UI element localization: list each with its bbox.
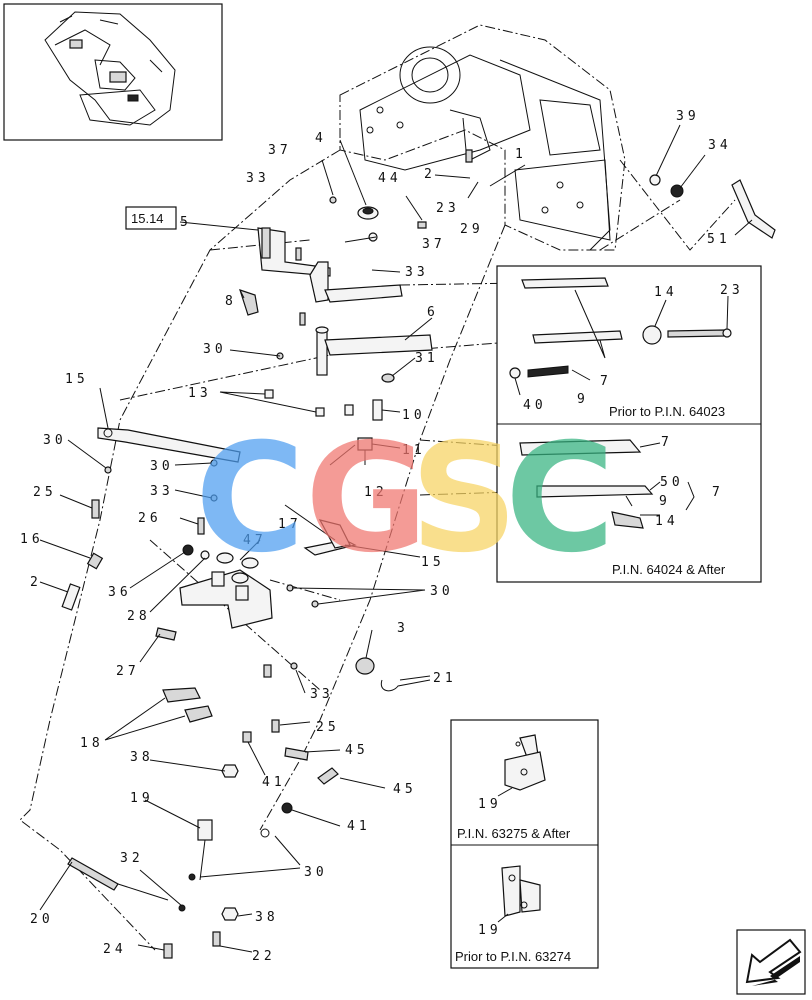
callout: 31 — [415, 351, 439, 366]
reference-box-label: 15.14 — [131, 211, 164, 226]
callout: 8 — [225, 294, 237, 309]
leader-lines — [39, 124, 753, 953]
inset-caption-prior-63274: Prior to P.I.N. 63274 — [455, 949, 571, 964]
callout: 38 — [130, 750, 154, 765]
callout: 33 — [310, 687, 334, 702]
callout: 16 — [20, 532, 44, 547]
callout: 36 — [108, 585, 132, 600]
inset-pin-63275 — [450, 719, 599, 969]
callout: 18 — [80, 736, 104, 751]
callout: 50 — [660, 475, 684, 490]
callout: 26 — [138, 511, 162, 526]
callout: 27 — [116, 664, 140, 679]
callout: 30 — [43, 433, 67, 448]
callout: 13 — [188, 386, 212, 401]
callout: 28 — [127, 609, 151, 624]
callout: 37 — [268, 143, 292, 158]
callout: 5 — [180, 215, 192, 230]
callout: 41 — [262, 775, 286, 790]
callout: 7 — [600, 374, 612, 389]
callout: 7 — [661, 435, 673, 450]
callout: 17 — [278, 517, 302, 532]
locator-thumbnail — [3, 3, 223, 141]
callout: 6 — [427, 305, 439, 320]
callout: 14 — [654, 285, 678, 300]
upper-linkage — [239, 196, 433, 451]
inset-pin-64023 — [496, 265, 762, 583]
callout: 10 — [402, 408, 426, 423]
callout: 22 — [252, 949, 276, 964]
callout: 11 — [402, 443, 426, 458]
right-side-parts — [649, 174, 776, 239]
tractor-frame — [339, 24, 626, 251]
callout: 21 — [433, 671, 457, 686]
callout: 51 — [707, 232, 731, 247]
callout: 12 — [364, 485, 388, 500]
callout: 9 — [577, 392, 589, 407]
inset-caption-after-63275: P.I.N. 63275 & After — [457, 826, 571, 841]
callout: 25 — [316, 720, 340, 735]
watermark-letter: C — [195, 412, 305, 586]
callout: 2 — [424, 167, 436, 182]
callout: 15 — [65, 372, 89, 387]
callout: 9 — [659, 494, 671, 509]
callout: 45 — [345, 743, 369, 758]
nav-arrow-button[interactable] — [736, 929, 806, 995]
callout: 37 — [422, 237, 446, 252]
callout: 40 — [523, 398, 547, 413]
callout-labels: 1 2 2 3 4 5 6 7 7 7 8 9 9 10 11 12 13 14… — [20, 109, 744, 964]
callout: 2 — [30, 575, 42, 590]
callout: 33 — [405, 265, 429, 280]
callout: 32 — [120, 851, 144, 866]
callout: 4 — [315, 131, 327, 146]
callout: 39 — [676, 109, 700, 124]
callout: 25 — [33, 485, 57, 500]
callout: 41 — [347, 819, 371, 834]
callout: 33 — [246, 171, 270, 186]
callout: 45 — [393, 782, 417, 797]
lower-linkage — [67, 687, 339, 959]
callout: 30 — [304, 865, 328, 880]
watermark-letter: G — [305, 412, 428, 586]
callout: 33 — [150, 484, 174, 499]
callout: 30 — [150, 459, 174, 474]
callout: 44 — [378, 171, 402, 186]
inset-caption-prior-64023: Prior to P.I.N. 64023 — [609, 404, 725, 419]
callout: 19 — [130, 791, 154, 806]
callout: 15 — [421, 555, 445, 570]
inset-caption-after-64024: P.I.N. 64024 & After — [612, 562, 726, 577]
callout: 23 — [720, 283, 744, 298]
callout: 20 — [30, 912, 54, 927]
callout: 19 — [478, 797, 502, 812]
callout: 29 — [460, 222, 484, 237]
callout: 30 — [430, 584, 454, 599]
callout: 19 — [478, 923, 502, 938]
callout: 24 — [103, 942, 127, 957]
callout: 1 — [515, 147, 527, 162]
callout: 3 — [397, 621, 409, 636]
callout: 7 — [712, 485, 724, 500]
callout: 14 — [655, 514, 679, 529]
watermark: C G S C — [195, 412, 615, 586]
callout: 23 — [436, 201, 460, 216]
watermark-letter: S — [410, 412, 518, 586]
reference-box — [125, 206, 177, 230]
callout: 30 — [203, 342, 227, 357]
watermark-letter: C — [505, 412, 615, 586]
callout: 47 — [243, 533, 267, 548]
callout: 38 — [255, 910, 279, 925]
callout: 34 — [708, 138, 732, 153]
